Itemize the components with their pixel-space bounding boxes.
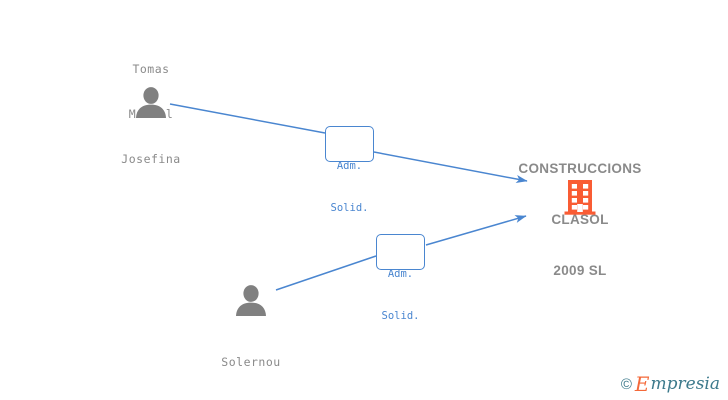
person-2-node[interactable]	[231, 284, 271, 316]
watermark: © E mpresia	[621, 374, 720, 394]
copyright-icon: ©	[620, 375, 632, 393]
relation-1-box[interactable]: Adm. Solid.	[325, 126, 374, 214]
brand-name: mpresia	[650, 373, 721, 394]
company-node[interactable]	[560, 178, 600, 216]
relation-2-label-line-2: Solid.	[381, 310, 420, 322]
relation-1-label-line-2: Solid.	[330, 202, 369, 214]
person-2-name-line-1: Solernou	[221, 355, 281, 369]
person-icon	[136, 87, 166, 118]
relation-1-label-line-1: Adm.	[336, 160, 363, 172]
company-name-line-2: CLASOL	[551, 212, 609, 227]
edge-person2-to-relation2	[275, 255, 377, 291]
company-label: CONSTRUCCIONS CLASOL 2009 SL	[500, 126, 660, 313]
building-icon	[564, 180, 596, 215]
company-name-line-1: CONSTRUCCIONS	[518, 161, 642, 176]
company-name-line-3: 2009 SL	[553, 263, 607, 278]
brand-initial: E	[634, 372, 650, 396]
person-2-label: Solernou Piñero Monica	[196, 325, 306, 400]
person-1-name-line-3: Josefina	[121, 152, 181, 166]
relation-2-label-line-1: Adm.	[387, 268, 414, 280]
person-1-node[interactable]	[131, 86, 171, 118]
person-1-name-line-1: Tomas	[132, 62, 170, 76]
person-icon	[236, 285, 266, 316]
relation-2-box[interactable]: Adm. Solid.	[376, 234, 425, 322]
